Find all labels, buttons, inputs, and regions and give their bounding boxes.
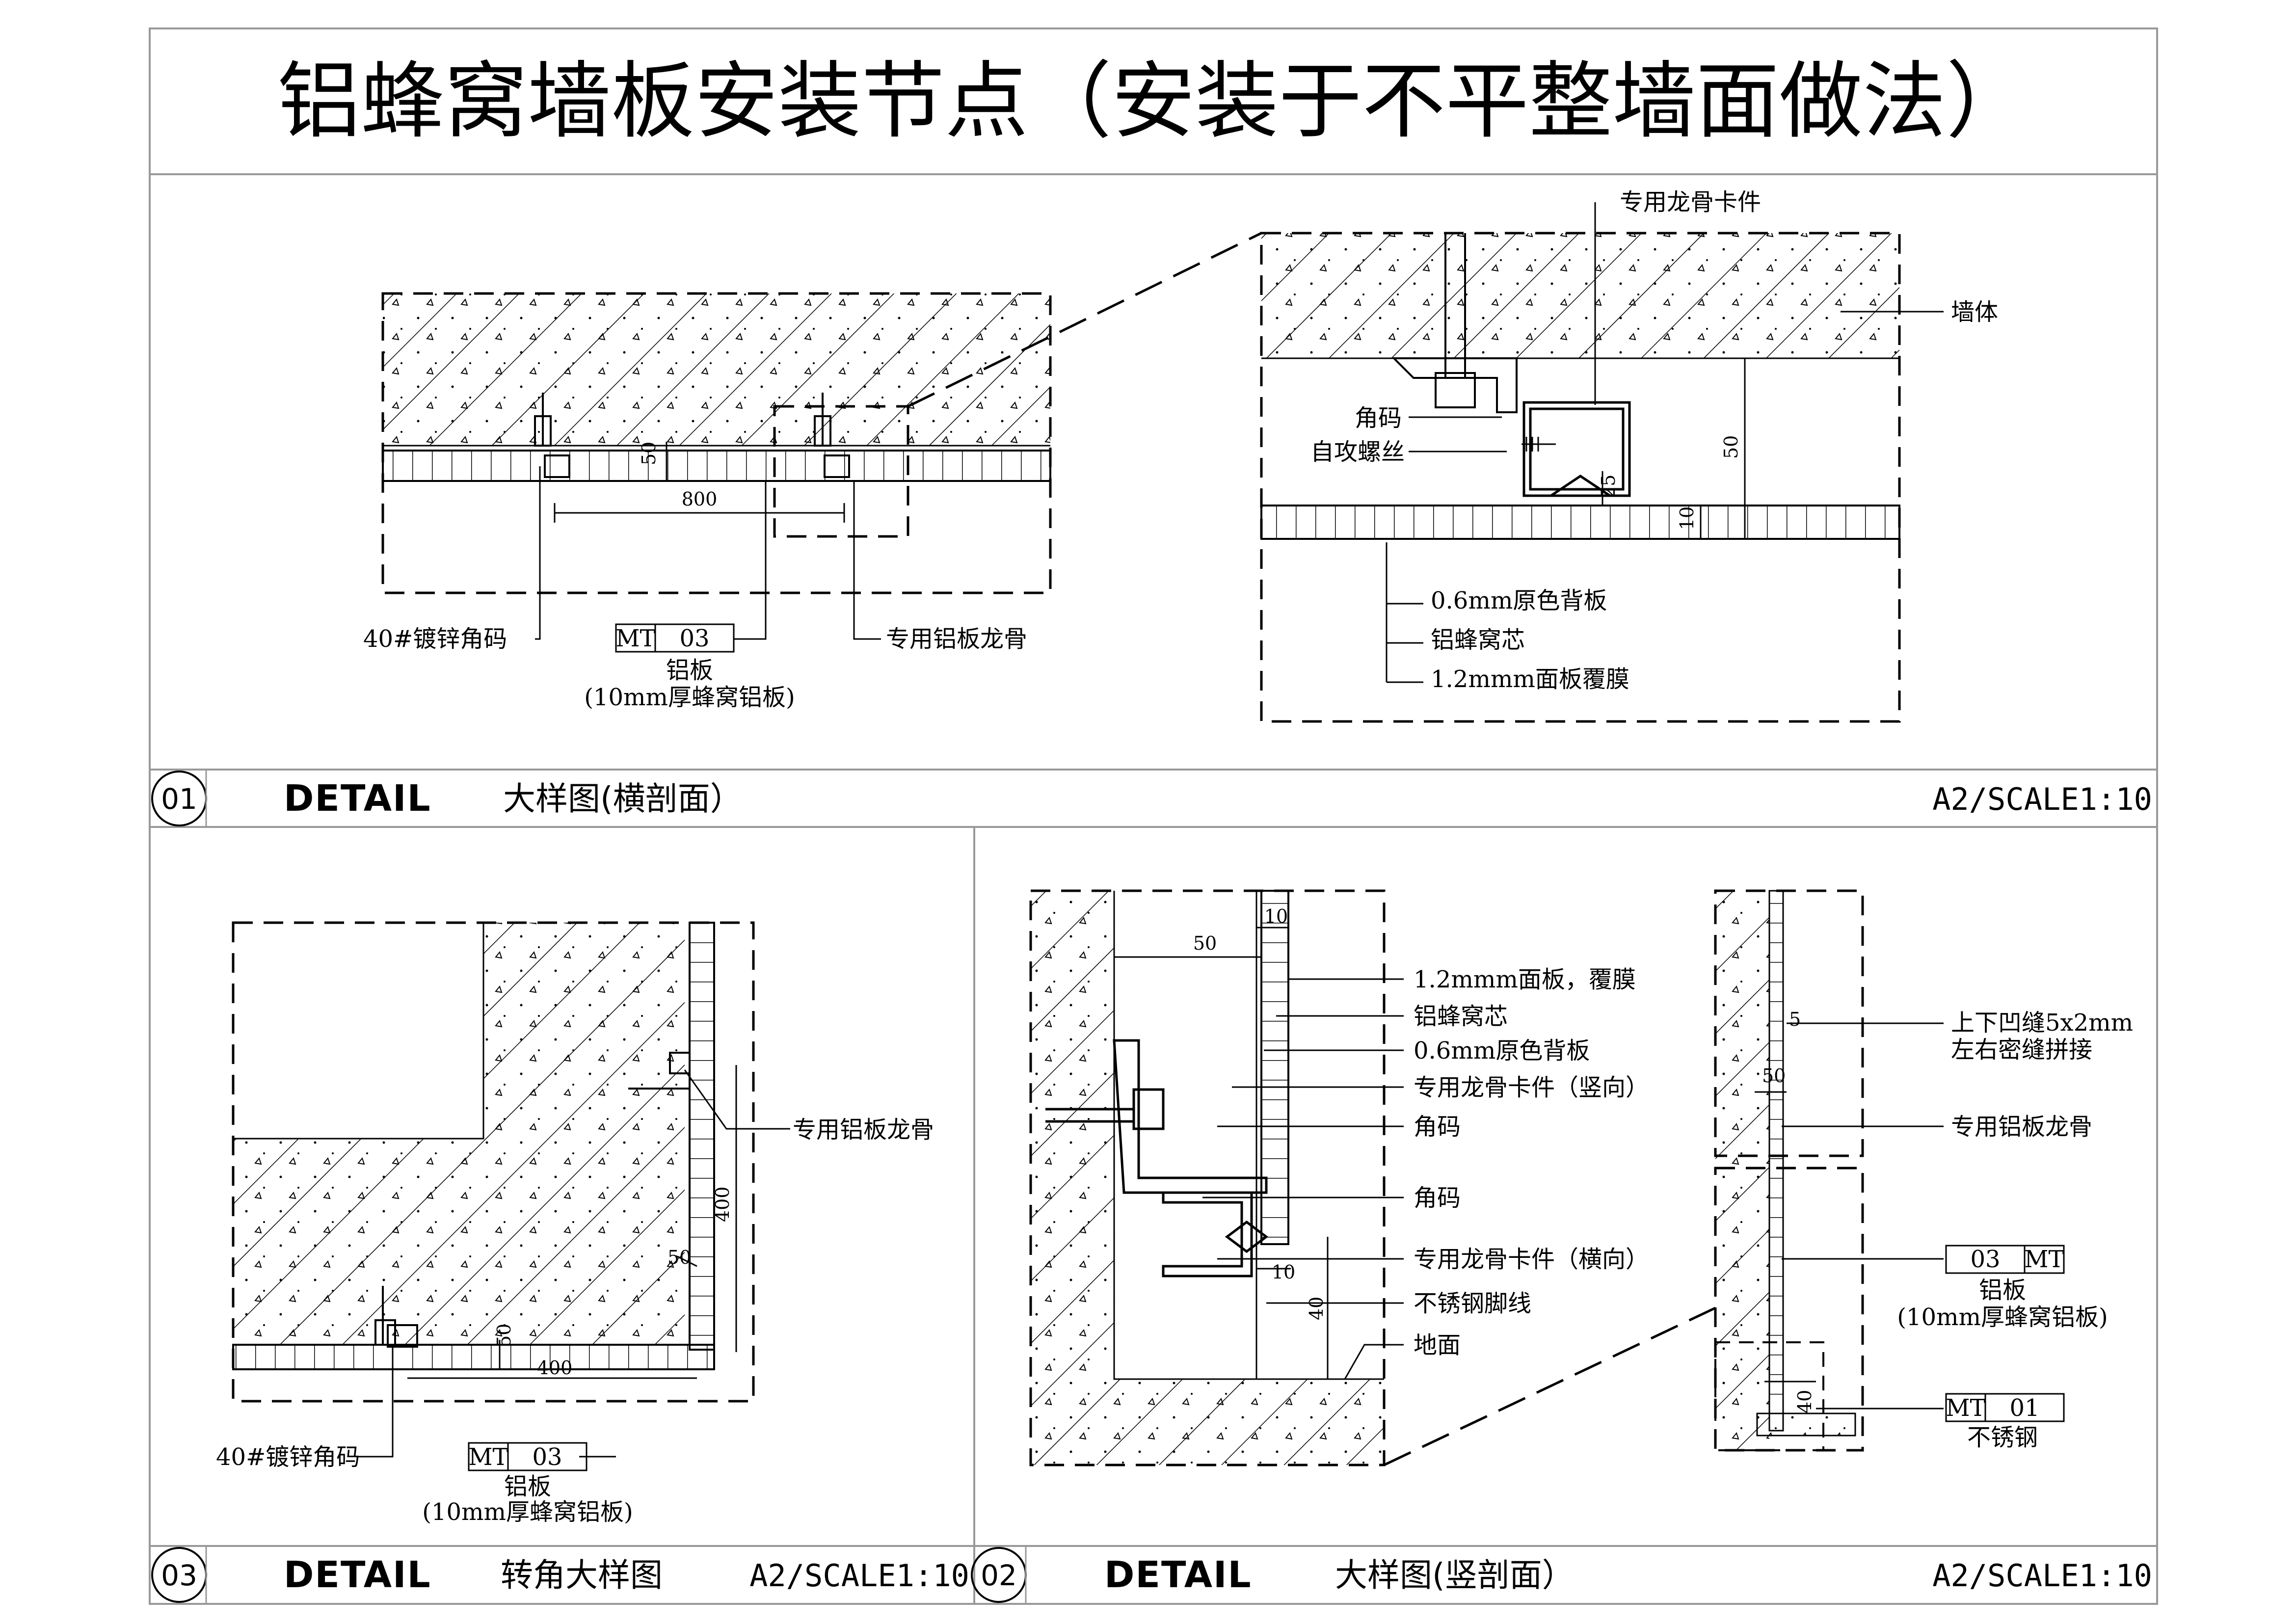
label-angle-code: 角码 xyxy=(1355,404,1402,432)
dim-400-horizontal: 400 xyxy=(537,1357,573,1379)
label-angle-code-v2: 角码 xyxy=(1414,1184,1461,1212)
dim-800: 800 xyxy=(682,488,718,510)
mt-code: MT xyxy=(615,625,655,652)
dim-400-vertical: 400 xyxy=(712,1186,733,1222)
label-al-keel: 专用铝板龙骨 xyxy=(886,625,1027,653)
dim-50: 50 xyxy=(638,442,660,465)
detail-03-number: 03 xyxy=(161,1559,197,1592)
dim-50-enlarged: 50 xyxy=(1720,435,1742,459)
label-al-panel-spec-elev: (10mm厚蜂窝铝板) xyxy=(1897,1304,2108,1331)
detail-01-word: DETAIL xyxy=(284,777,431,820)
detail-03-caption: 03 DETAIL 转角大样图 A2/SCALE1:10 xyxy=(151,1546,969,1604)
dim-5-elev: 5 xyxy=(1789,1009,1801,1030)
detail-03-word: DETAIL xyxy=(284,1554,431,1596)
mt-number-ss: 01 xyxy=(2009,1394,2039,1422)
detail-01-plan: 800 50 40#镀锌角码 MT 03 铝板 (10mm厚蜂窝铝板) 专用铝板… xyxy=(363,232,1262,711)
dim-50-corner-b: 50 xyxy=(493,1324,515,1347)
label-face-sheet-v: 1.2mmm面板，覆膜 xyxy=(1414,966,1636,993)
detail-02-number: 02 xyxy=(981,1559,1017,1592)
label-al-keel-elev: 专用铝板龙骨 xyxy=(1951,1113,2092,1141)
dim-10: 10 xyxy=(1676,506,1698,530)
detail-01-enlarged: 50 25 10 专用龙骨卡件 墙体 角码 自攻螺丝 0.6mm原色背板 铝蜂窝… xyxy=(1260,188,1998,723)
mt-number: 03 xyxy=(679,625,709,652)
label-wall: 墙体 xyxy=(1951,298,1998,326)
label-galv-angle: 40#镀锌角码 xyxy=(363,625,507,653)
label-galv-angle-corner: 40#镀锌角码 xyxy=(216,1443,360,1471)
label-angle-code-v1: 角码 xyxy=(1414,1113,1461,1141)
detail-02-word: DETAIL xyxy=(1104,1554,1252,1596)
label-self-tap-screw: 自攻螺丝 xyxy=(1310,438,1405,466)
dim-50-elev: 50 xyxy=(1762,1065,1786,1087)
detail-02-elevation: 50 5 40 上下凹缝5x2mm 左右密缝拼接 专用铝板龙骨 03 MT 铝板… xyxy=(1714,889,2133,1452)
sheet-title: 铝蜂窝墙板安装节点（安装于不平整墙面做法） xyxy=(277,53,2029,150)
label-back-sheet-v: 0.6mm原色背板 xyxy=(1414,1037,1590,1065)
dim-50-v: 50 xyxy=(1193,932,1217,954)
detail-01-caption-text: 大样图(横剖面） xyxy=(503,780,743,818)
label-al-panel: 铝板 xyxy=(666,657,713,684)
label-keel-clip: 专用龙骨卡件 xyxy=(1620,188,1761,216)
label-al-keel-corner: 专用铝板龙骨 xyxy=(793,1116,934,1144)
dim-40-elev: 40 xyxy=(1794,1390,1815,1413)
mt-code-ss: MT xyxy=(1946,1394,1985,1422)
mt-code-corner: MT xyxy=(468,1443,508,1471)
label-floor: 地面 xyxy=(1414,1331,1461,1359)
detail-02-caption: 02 DETAIL 大样图(竖剖面） A2/SCALE1:10 xyxy=(971,1546,2152,1604)
detail-02-scale: A2/SCALE1:10 xyxy=(1932,1558,2152,1594)
detail-03-scale: A2/SCALE1:10 xyxy=(749,1558,969,1594)
mt-number-corner: 03 xyxy=(532,1443,562,1471)
detail-01-scale: A2/SCALE1:10 xyxy=(1932,781,2152,817)
dim-50-corner-a: 50 xyxy=(667,1247,691,1268)
detail-01-caption: 01 DETAIL 大样图(横剖面） A2/SCALE1:10 xyxy=(151,770,2152,827)
mt-number-elev: 03 xyxy=(1970,1246,2000,1273)
detail-02-enlarged: 50 10 10 40 1.2mmm面板，覆膜 铝蜂窝芯 0.6mm原色背板 专… xyxy=(1029,889,1716,1466)
label-face-sheet: 1.2mmm面板覆膜 xyxy=(1431,666,1629,693)
dim-25: 25 xyxy=(1598,475,1619,498)
dim-10-v-bottom: 10 xyxy=(1272,1261,1295,1283)
detail-01-number: 01 xyxy=(161,782,197,816)
detail-03-corner: 400 400 50 50 专用铝板龙骨 40#镀锌角码 MT 03 铝板 (1… xyxy=(216,921,934,1526)
label-back-sheet: 0.6mm原色背板 xyxy=(1431,587,1607,614)
label-al-panel-corner: 铝板 xyxy=(504,1473,551,1500)
sheet-frame xyxy=(149,27,2158,1605)
label-keel-clip-vertical: 专用龙骨卡件（竖向） xyxy=(1414,1074,1649,1101)
mt-code-elev: MT xyxy=(2024,1246,2064,1273)
label-ss-skirting: 不锈钢脚线 xyxy=(1414,1290,1531,1317)
label-keel-clip-horizontal: 专用龙骨卡件（横向） xyxy=(1414,1246,1649,1273)
detail-03-caption-text: 转角大样图 xyxy=(501,1556,663,1594)
label-groove-joint-1: 上下凹缝5x2mm xyxy=(1951,1009,2133,1037)
label-honeycomb-core: 铝蜂窝芯 xyxy=(1431,626,1525,654)
label-al-panel-spec-corner: (10mm厚蜂窝铝板) xyxy=(422,1498,633,1526)
label-stainless: 不锈钢 xyxy=(1967,1424,2038,1451)
dim-40-v: 40 xyxy=(1306,1297,1327,1320)
label-groove-joint-2: 左右密缝拼接 xyxy=(1951,1036,2092,1064)
detail-02-caption-text: 大样图(竖剖面） xyxy=(1335,1556,1575,1594)
label-al-panel-spec: (10mm厚蜂窝铝板) xyxy=(584,684,795,711)
label-honeycomb-core-v: 铝蜂窝芯 xyxy=(1414,1003,1508,1030)
dim-10-v-top: 10 xyxy=(1264,905,1288,927)
label-al-panel-elev: 铝板 xyxy=(1979,1277,2026,1304)
